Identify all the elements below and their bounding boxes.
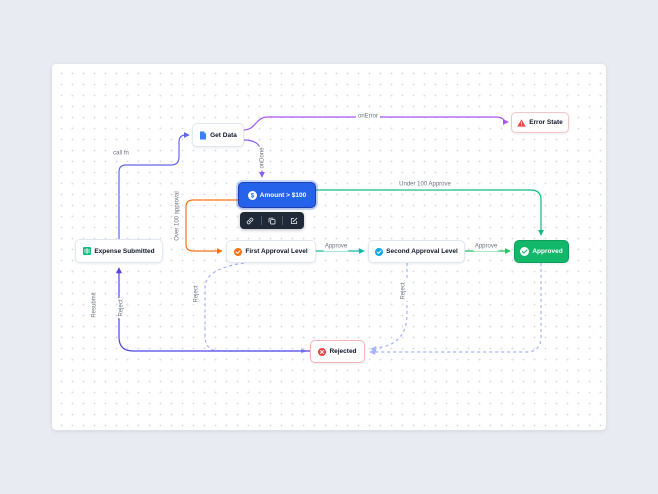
edge-label-under-100: Under 100 Approve [397,181,453,189]
edge-label-over-100: Over 100 approval [174,189,182,243]
node-approved[interactable]: Approved [514,240,569,263]
node-error-state[interactable]: ! Error State [511,112,569,133]
dollar-circle-icon: $ [247,190,257,200]
edge-under-100[interactable] [316,189,544,236]
node-expense-submitted[interactable]: Expense Submitted [75,239,163,263]
node-label: Rejected [329,348,357,355]
node-second-approval[interactable]: Second Approval Level [368,240,465,263]
node-amount-condition[interactable]: $ Amount > $100 [238,182,316,208]
edge-label-resubmit: Resubmit [91,290,99,320]
node-rejected[interactable]: Rejected [310,340,365,363]
node-label: Get Data [210,131,237,139]
x-circle-icon [318,347,327,356]
check-circle-icon [520,247,530,256]
toolbar-divider [260,216,262,225]
check-circle-icon [234,247,243,256]
file-icon [200,131,207,139]
edge-label-on-done: onDone [259,145,267,171]
copy-icon[interactable] [265,214,279,227]
node-get-data[interactable]: Get Data [192,123,244,147]
node-first-approval[interactable]: First Approval Level [226,240,316,263]
node-label: Approved [532,248,563,255]
edge-reject-2[interactable] [370,263,408,352]
edge-label-reject-left: Reject [118,297,126,319]
check-circle-icon [375,247,384,256]
edit-icon[interactable] [287,214,301,227]
edge-label-approve-1: Approve [322,243,350,251]
link-icon[interactable] [243,214,257,227]
edges-layer [116,116,544,355]
edge-label-approve-2: Approve [472,243,500,251]
node-label: Error State [529,119,563,126]
edge-label-reject-1: Reject [193,283,201,305]
edge-on-error[interactable] [243,116,509,131]
edge-label-call-fn: call fn [111,150,131,158]
svg-text:!: ! [521,121,523,126]
edge-label-reject-2: Reject [400,280,408,302]
edge-approved-reject[interactable] [369,263,542,355]
edge-call-fn[interactable] [118,132,190,239]
edge-over-100[interactable] [185,199,238,254]
node-label: First Approval Level [245,248,308,255]
svg-text:$: $ [251,193,255,199]
node-toolbar [240,212,304,229]
flow-canvas[interactable]: Expense Submitted Get Data $ Amount > $1… [52,64,606,430]
toolbar-divider [282,216,284,225]
node-label: Second Approval Level [386,248,458,255]
edge-resubmit[interactable] [116,267,310,352]
edge-label-on-error: onError [355,113,381,121]
node-label: Amount > $100 [259,191,307,199]
node-label: Expense Submitted [94,247,155,255]
warning-icon: ! [517,118,526,127]
edge-reject-1[interactable] [204,262,307,354]
table-icon [83,247,92,255]
